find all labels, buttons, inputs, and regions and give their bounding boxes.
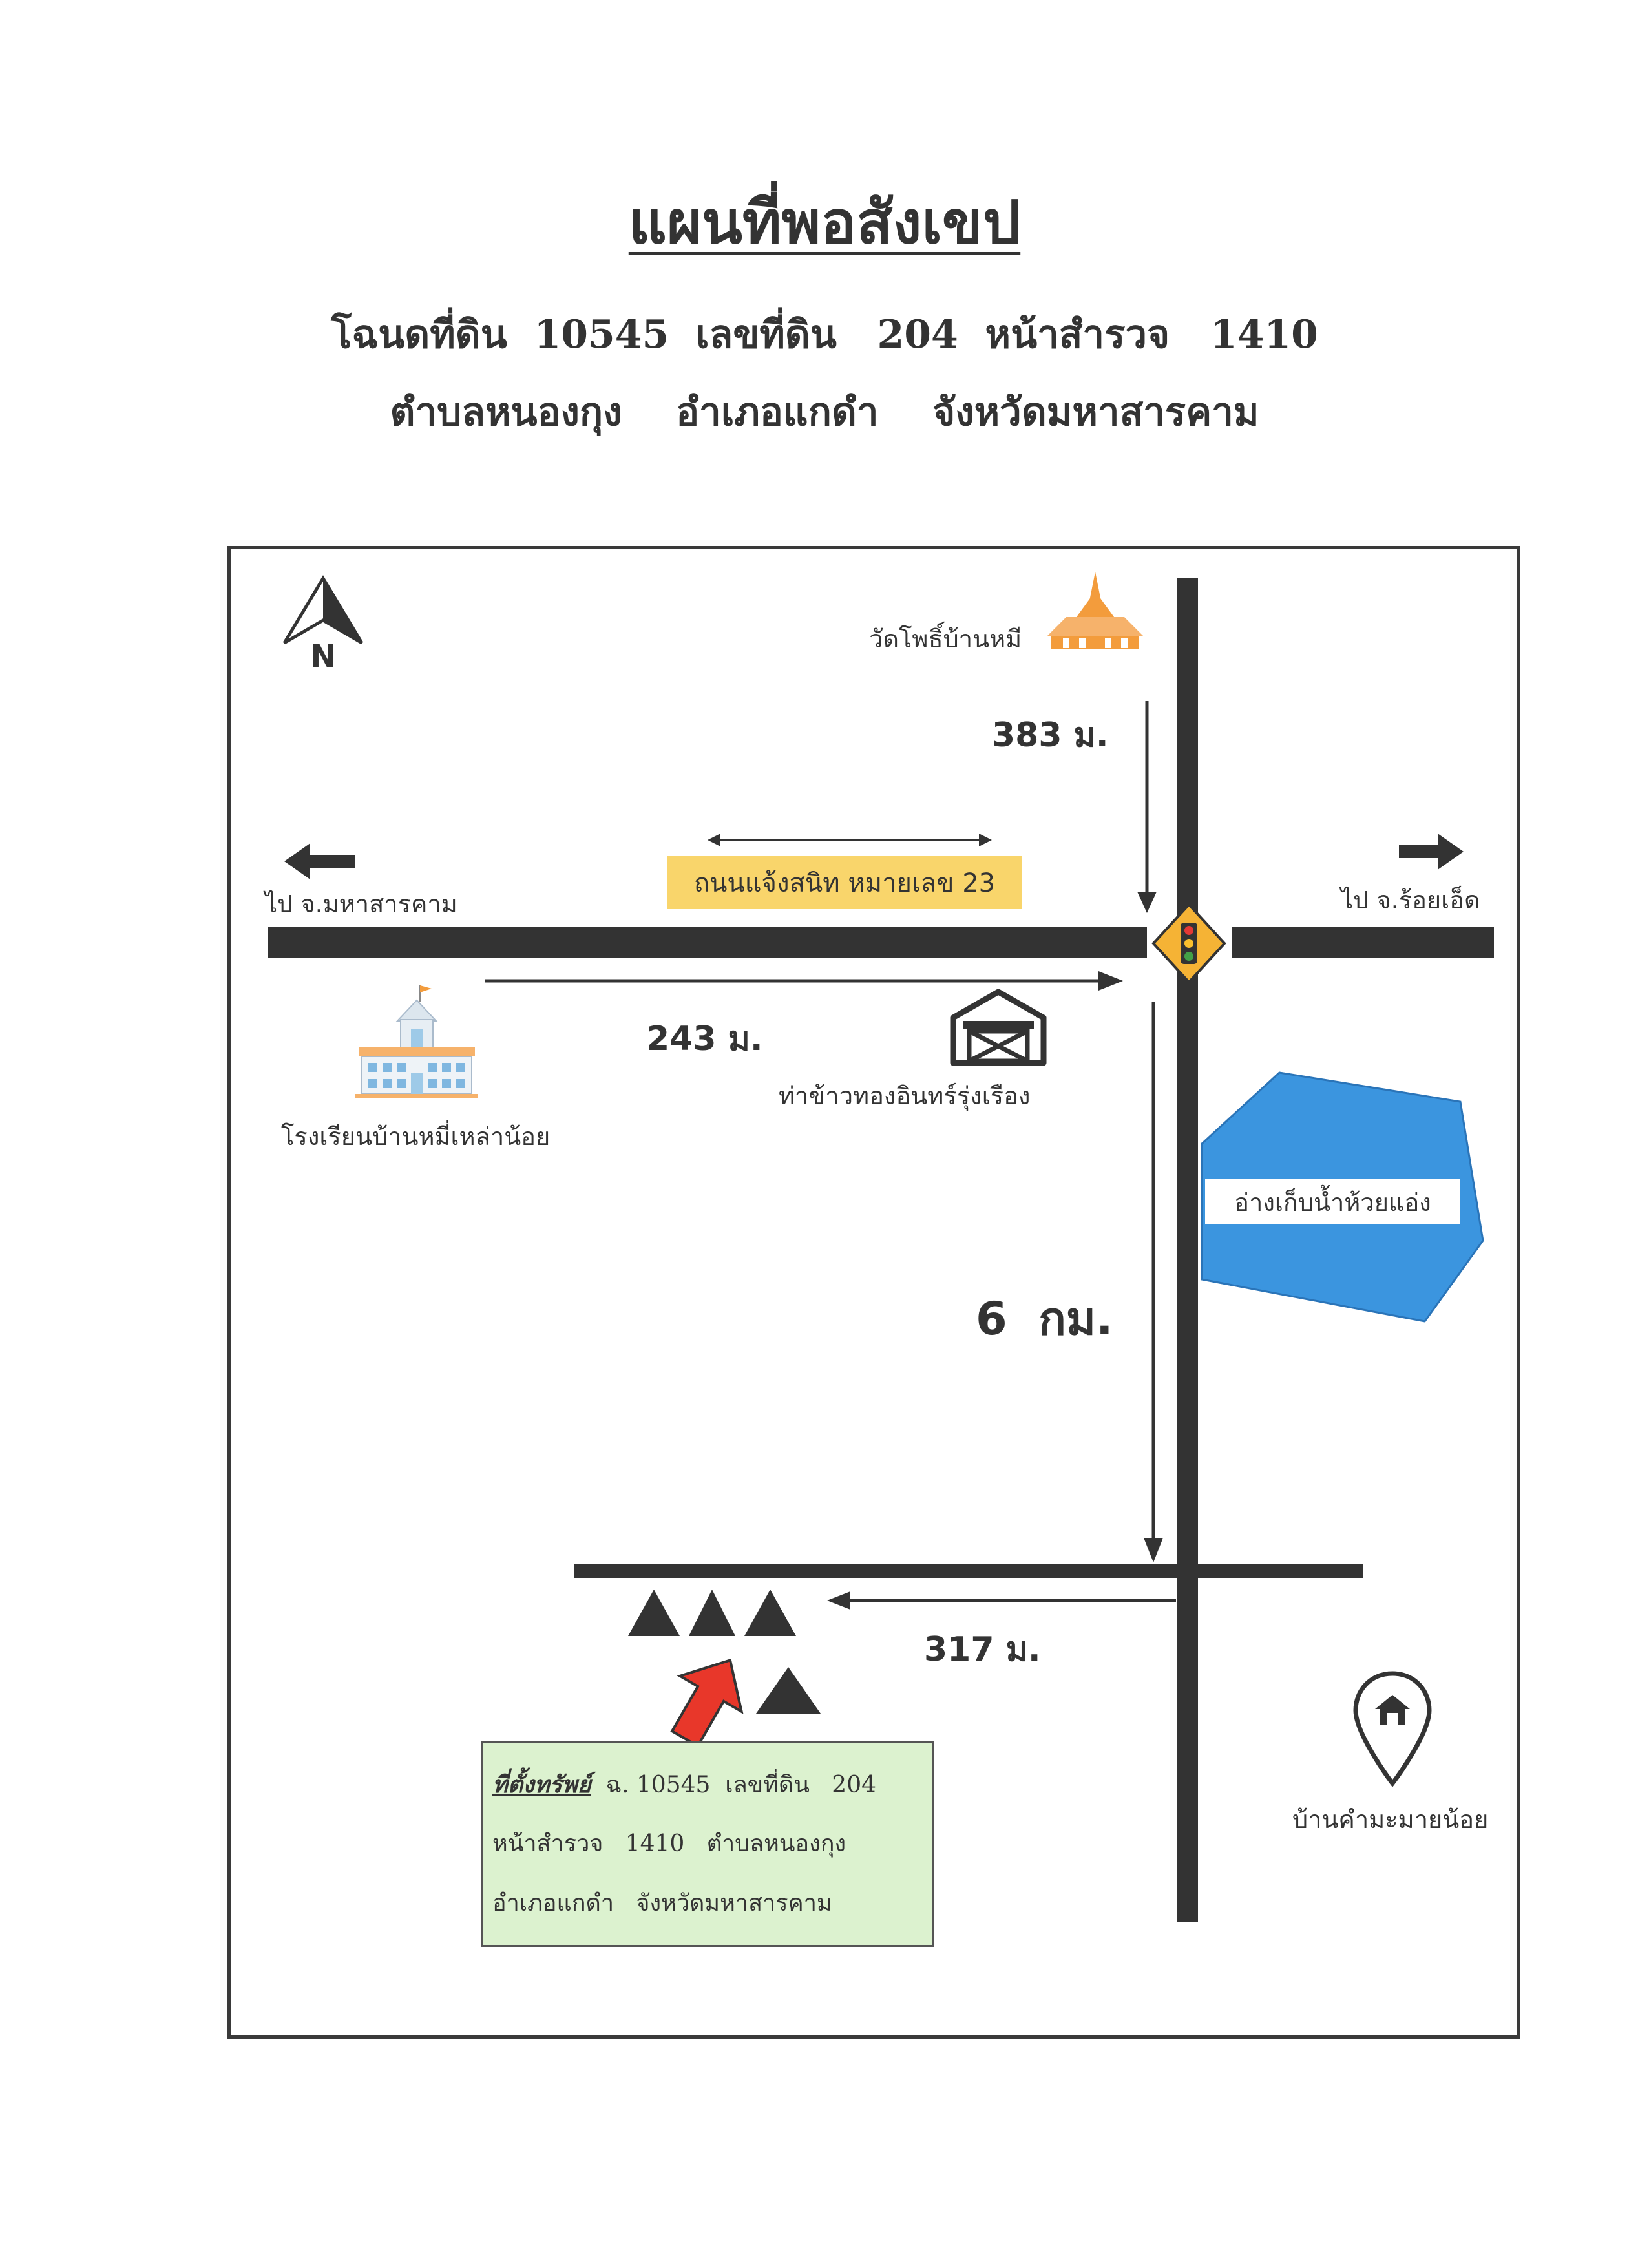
location-pin-icon [1353, 1671, 1432, 1787]
traffic-light-icon [1151, 903, 1226, 984]
main-road-east [1232, 927, 1494, 958]
temple-icon [1047, 572, 1144, 649]
plot-markers-icon [628, 1590, 821, 1714]
page-title: แผนที่พอสังเขป [628, 187, 1021, 257]
school-icon [355, 985, 478, 1098]
arrow-left-icon [284, 843, 355, 879]
property-heading: ที่ตั้งทรัพย์ [492, 1771, 591, 1798]
distance-west: 243 ม. [646, 1020, 763, 1058]
school-label: โรงเรียนบ้านหมี่เหล่าน้อย [281, 1122, 551, 1151]
village-label: บ้านคำมะมายน้อย [1292, 1805, 1489, 1834]
distance-south: 6 กม. [976, 1292, 1113, 1345]
vertical-road [1177, 578, 1198, 1922]
property-line-2: หน้าสำรวจ 1410 ตำบลหนองกุง [492, 1831, 846, 1857]
deed-info-line: โฉนดที่ดิน 10545 เลขที่ดิน 204 หน้าสำรวจ… [331, 312, 1318, 357]
arrow-down-temple-icon [1137, 701, 1157, 913]
arrow-down-6km-icon [1144, 1002, 1163, 1562]
property-line-3: อำเภอแกดำ จังหวัดมหาสารคาม [492, 1890, 832, 1916]
north-arrow-icon [282, 575, 364, 645]
temple-label: วัดโพธิ์บ้านหมี [869, 625, 1022, 653]
direction-maha-sarakham: ไป จ.มหาสารคาม [265, 890, 457, 918]
pointer-arrow-icon [670, 1658, 744, 1748]
distance-to-temple: 383 ม. [992, 716, 1109, 755]
road-label: ถนนแจ้งสนิท หมายเลข 23 [667, 856, 1022, 909]
location-info-line: ตำบลหนองกุง อำเภอแกดำ จังหวัดมหาสารคาม [390, 390, 1259, 435]
arrow-left-317-icon [827, 1591, 1176, 1610]
property-location-box: ที่ตั้งทรัพย์ ฉ. 10545 เลขที่ดิน 204 หน้… [481, 1741, 934, 1947]
barn-icon [950, 989, 1047, 1066]
north-label: N [310, 638, 337, 675]
direction-roi-et: ไป จ.ร้อยเอ็ด [1341, 886, 1480, 914]
reservoir-label: อ่างเก็บน้ำห้วยแอ่ง [1205, 1179, 1460, 1224]
rice-mill-label: ท่าข้าวทองอินทร์รุ่งเรือง [779, 1082, 1031, 1110]
double-arrow-icon [708, 834, 992, 846]
arrow-right-243-icon [485, 971, 1123, 991]
arrow-right-icon [1399, 834, 1464, 870]
distance-lower: 317 ม. [924, 1630, 1041, 1669]
property-deed-text: ฉ. 10545 เลขที่ดิน 204 [591, 1772, 877, 1798]
map-frame [227, 546, 1520, 2039]
main-road-west [268, 927, 1147, 958]
property-line-1: ที่ตั้งทรัพย์ ฉ. 10545 เลขที่ดิน 204 [492, 1755, 923, 1814]
lower-road [574, 1564, 1363, 1578]
